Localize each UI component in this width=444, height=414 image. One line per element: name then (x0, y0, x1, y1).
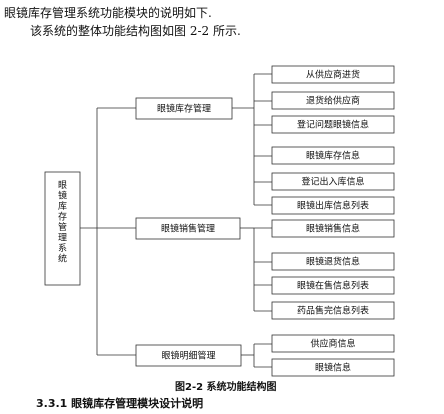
leaf-box (271, 115, 395, 134)
leaf-box (271, 196, 395, 215)
leaf-node: 退货给供应商 (271, 91, 395, 110)
leaf-node: 供应商信息 (271, 334, 395, 353)
leaf-box (271, 276, 395, 295)
module-label: 眼镜明细管理 (161, 350, 215, 362)
leaf-box (271, 65, 395, 84)
leaf-node: 眼镜出库信息列表 (271, 196, 395, 215)
leaf-node: 登记问题眼镜信息 (271, 115, 395, 134)
leaf-label: 眼镜库存信息 (306, 150, 360, 162)
leaf-label: 眼镜在售信息列表 (297, 280, 369, 292)
leaf-node: 眼镜在售信息列表 (271, 276, 395, 295)
root-node: 眼镜库存管理系统 (44, 171, 81, 286)
leaf-label: 眼镜销售信息 (306, 223, 360, 235)
leaf-label: 药品售完信息列表 (297, 305, 369, 317)
leaf-node: 眼镜库存信息 (271, 146, 395, 165)
root-label: 眼镜库存管理系统 (58, 180, 67, 265)
module-node-1: 眼镜库存管理 (135, 97, 233, 120)
leaf-label: 登记问题眼镜信息 (297, 119, 369, 131)
leaf-box (271, 334, 395, 353)
leaf-label: 眼镜出库信息列表 (297, 200, 369, 212)
leaf-box (271, 172, 395, 191)
module-node-2: 眼镜销售管理 (135, 217, 241, 240)
leaf-label: 眼镜信息 (315, 362, 351, 374)
leaf-label: 退货给供应商 (306, 95, 360, 107)
leaf-label: 从供应商进货 (306, 69, 360, 81)
leaf-box (271, 252, 395, 271)
leaf-box (271, 91, 395, 110)
leaf-node: 从供应商进货 (271, 65, 395, 84)
section-heading: 3.3.1 眼镜库存管理模块设计说明 (36, 397, 204, 410)
leaf-box (271, 301, 395, 320)
leaf-box (271, 219, 395, 238)
leaf-label: 登记出入库信息 (301, 176, 364, 188)
module-label: 眼镜销售管理 (161, 223, 215, 235)
leaf-node: 眼镜信息 (271, 358, 395, 377)
connectors (80, 73, 272, 368)
leaf-box (271, 358, 395, 377)
leaf-node: 眼镜退货信息 (271, 252, 395, 271)
module-box (135, 344, 242, 367)
leaf-node: 眼镜销售信息 (271, 219, 395, 238)
intro-line-1: 眼镜库存管理系统功能模块的说明如下. (4, 6, 212, 20)
module-box (135, 97, 233, 120)
intro-line-2: 该系统的整体功能结构图如图 2-2 所示. (30, 24, 241, 38)
module-label: 眼镜库存管理 (157, 103, 211, 115)
module-node-3: 眼镜明细管理 (135, 344, 242, 367)
leaf-box (271, 146, 395, 165)
leaf-label: 供应商信息 (310, 338, 355, 350)
root-box (44, 171, 81, 286)
module-box (135, 217, 241, 240)
leaf-node: 登记出入库信息 (271, 172, 395, 191)
leaf-label: 眼镜退货信息 (306, 256, 360, 268)
figure-caption: 图2-2 系统功能结构图 (175, 382, 277, 393)
leaf-node: 药品售完信息列表 (271, 301, 395, 320)
